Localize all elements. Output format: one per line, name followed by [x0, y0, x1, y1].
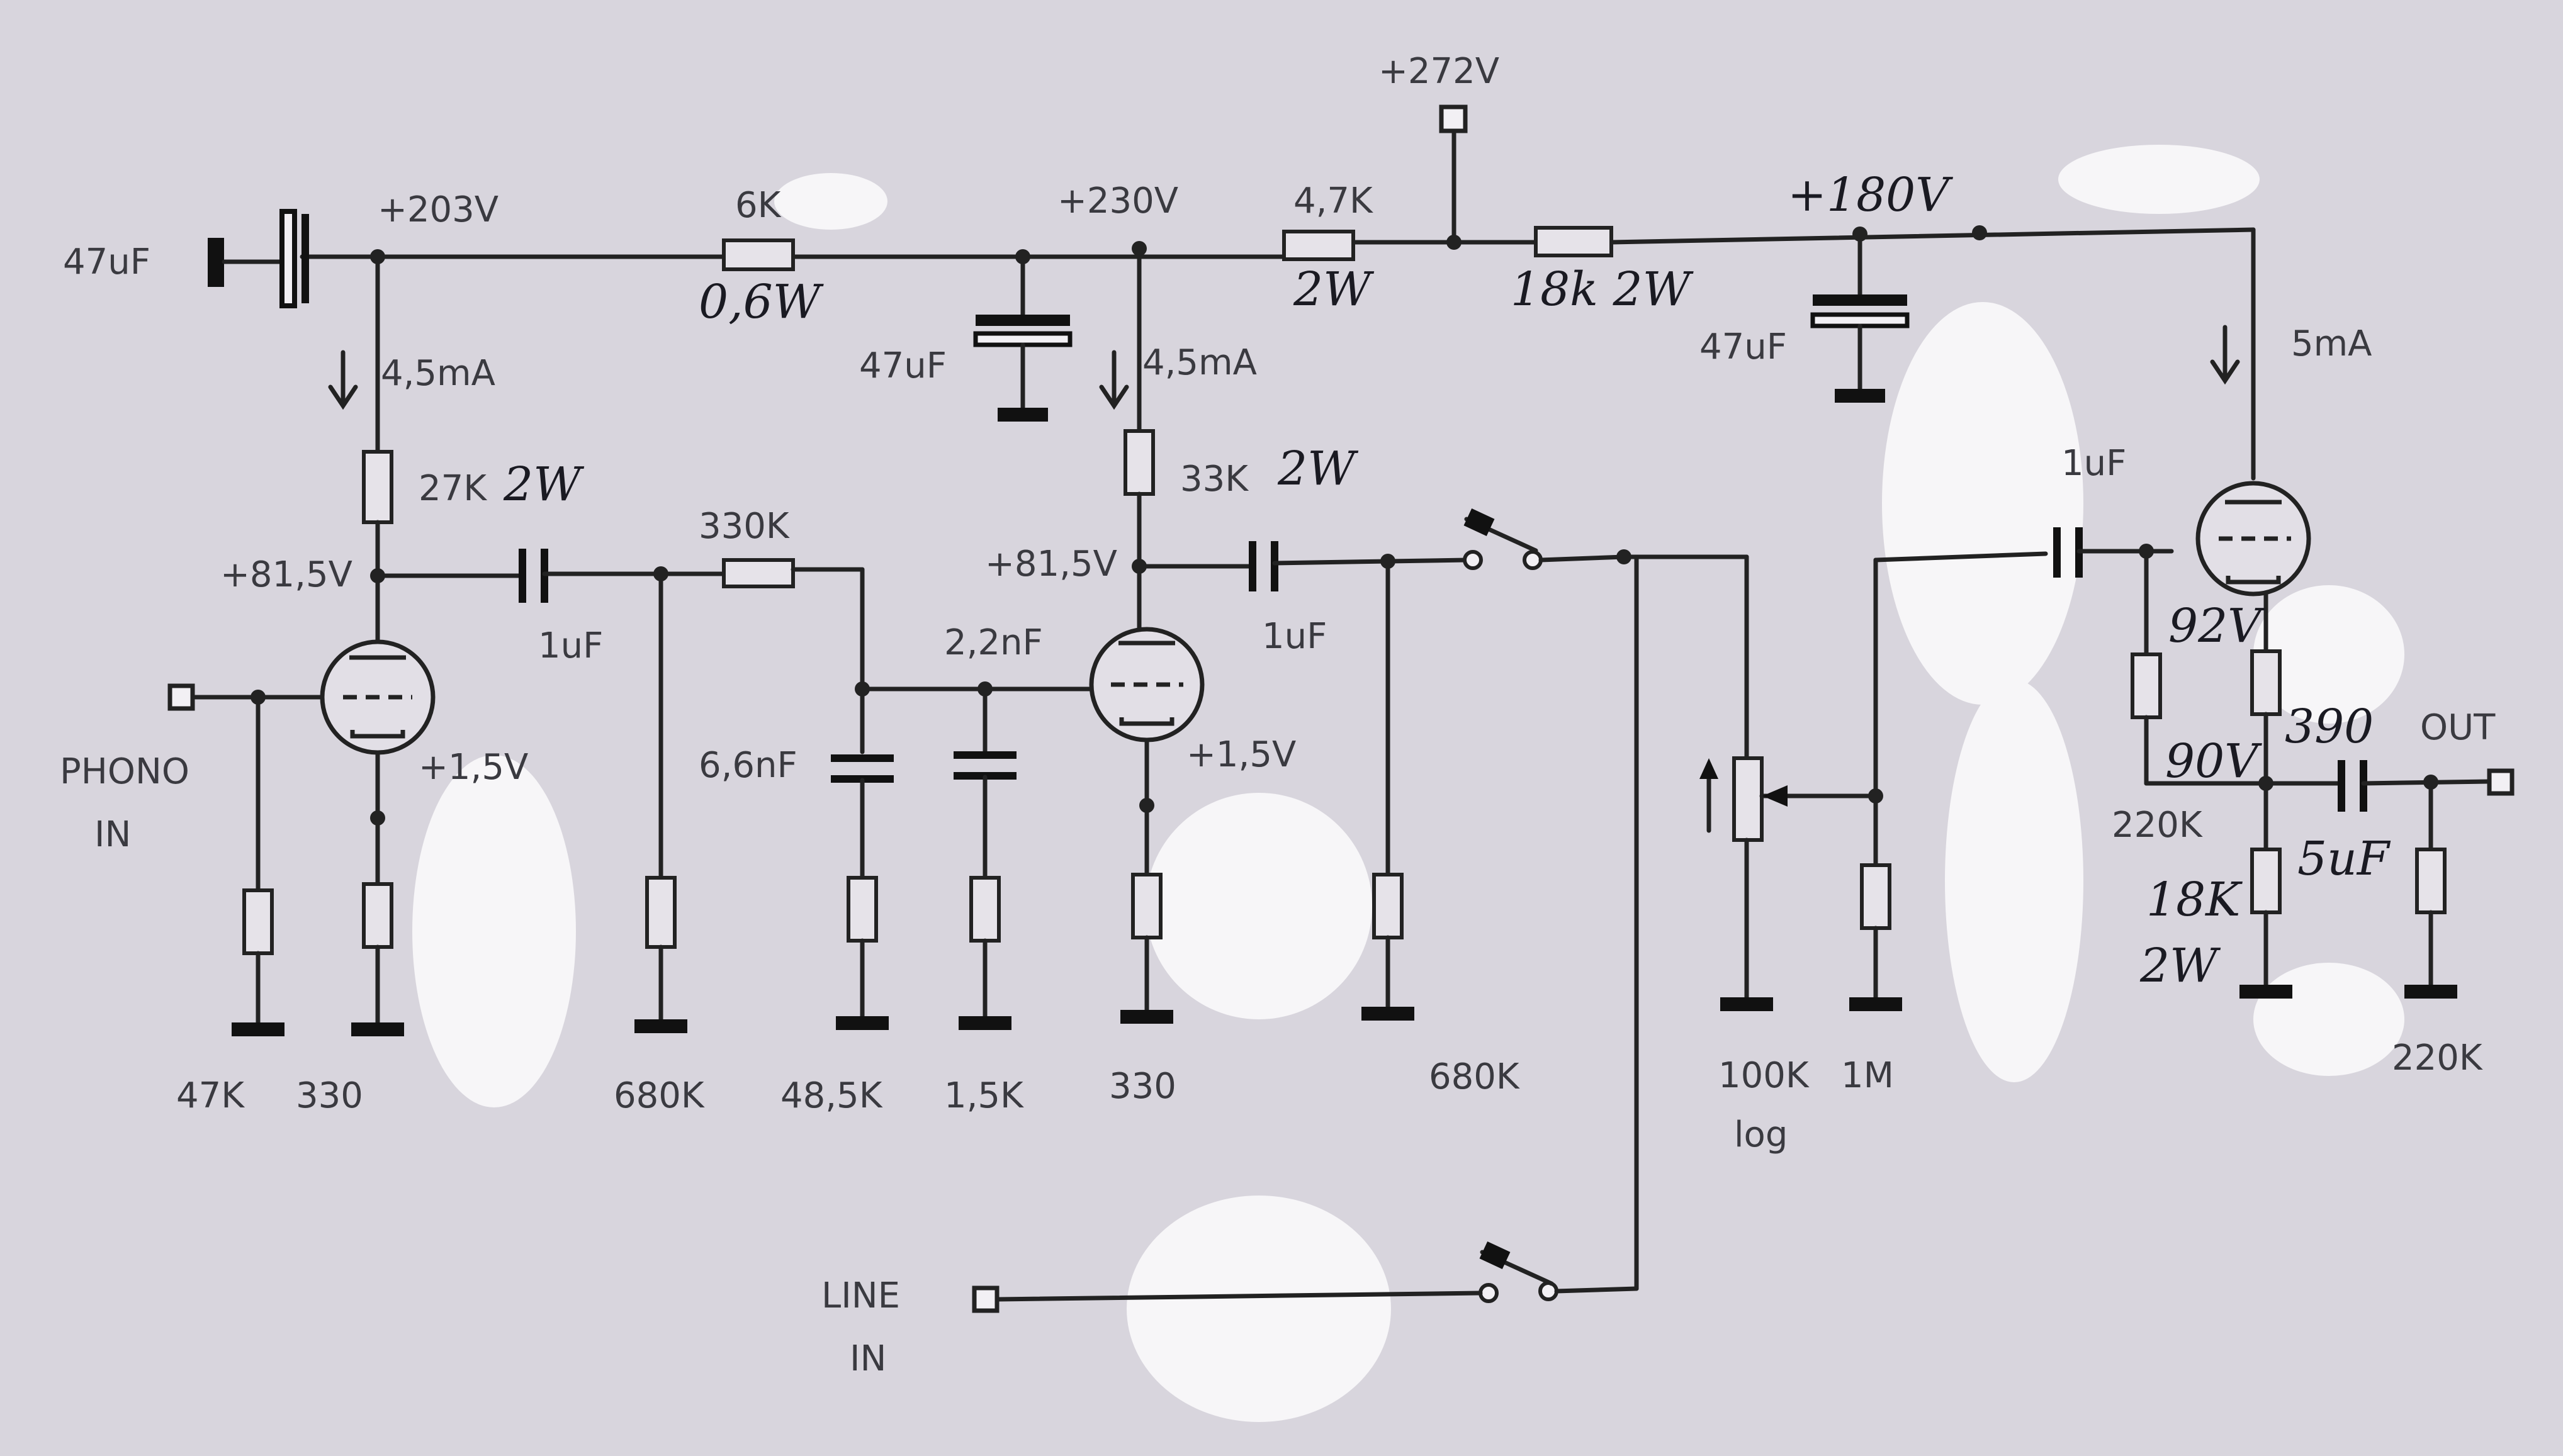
resistor-680k-b — [1372, 873, 1404, 939]
capacitor-47uf-right — [1810, 232, 1910, 403]
label-stage1-current: 4,5mA — [381, 353, 495, 394]
label-33k: 33K — [1180, 459, 1249, 500]
label-27k: 27K — [419, 468, 487, 509]
label-47uf-right: 47uF — [1699, 327, 1787, 367]
stage1 — [167, 254, 726, 1036]
label-27k-power: 2W — [503, 457, 585, 512]
riaa-network — [634, 558, 1098, 1033]
label-phono-in-2: IN — [94, 814, 131, 855]
label-4k7: 4,7K — [1293, 181, 1373, 221]
resistor-18k-cathode — [2250, 848, 2282, 914]
resistor-47k — [242, 888, 274, 955]
resistor-680k-a — [645, 876, 677, 949]
label-5uf: 5uF — [2297, 832, 2391, 886]
label-92v: 92V — [2168, 599, 2265, 653]
label-6k-power: 0,6W — [699, 275, 825, 329]
resistor-1k5 — [969, 876, 1001, 943]
stage3 — [2053, 481, 2515, 999]
label-log: log — [1734, 1114, 1788, 1155]
label-48k5: 48,5K — [780, 1075, 883, 1116]
potentiometer-100k — [1732, 756, 1764, 842]
resistor-33k — [1124, 429, 1155, 496]
label-100k: 100K — [1718, 1055, 1810, 1096]
label-stage2-plate-v: +81,5V — [985, 544, 1117, 585]
label-1m: 1M — [1841, 1055, 1894, 1096]
label-33k-power: 2W — [1277, 442, 1359, 496]
resistor-48k5 — [847, 876, 878, 943]
label-180v: +180V — [1788, 168, 1953, 222]
label-stage2-cathode-v: +1,5V — [1186, 734, 1296, 775]
resistor-330-stage2 — [1131, 873, 1163, 939]
resistor-330k — [722, 558, 795, 588]
label-220k-grid: 220K — [2112, 805, 2203, 846]
label-220k-out: 220K — [2392, 1038, 2483, 1078]
current-arrows — [328, 325, 2240, 410]
label-stage2-coupling-cap: 1uF — [1262, 616, 1327, 657]
label-18k-rail: 18k 2W — [1511, 262, 1694, 316]
label-47k: 47K — [176, 1075, 245, 1116]
label-230v: +230V — [1057, 181, 1178, 221]
label-phono-in-1: PHONO — [60, 751, 189, 792]
resistor-6k — [722, 238, 795, 271]
line-selector-switch — [972, 554, 1639, 1313]
capacitor-47uf-mid — [973, 254, 1073, 422]
label-47uf-left: 47uF — [63, 242, 150, 283]
supply-272-terminal — [1439, 104, 1468, 133]
label-4k7-power: 2W — [1293, 262, 1375, 316]
resistor-390 — [2250, 649, 2282, 716]
label-680k-a: 680K — [614, 1075, 705, 1116]
label-330-stage1: 330 — [296, 1075, 363, 1116]
label-18k-power: 2W — [2139, 939, 2221, 993]
label-47uf-mid: 47uF — [859, 345, 947, 386]
stage2 — [1089, 241, 1469, 1024]
label-1k5: 1,5K — [944, 1075, 1024, 1116]
label-272v: +272V — [1378, 51, 1499, 92]
label-6n6: 6,6nF — [699, 745, 797, 786]
resistor-27k — [362, 450, 393, 524]
phono-input-jack — [167, 683, 195, 711]
label-6k: 6K — [735, 185, 782, 226]
correction-blotches — [412, 145, 2404, 1422]
label-390: 390 — [2285, 700, 2374, 754]
label-stage1-plate-v: +81,5V — [220, 554, 352, 595]
label-680k-b: 680K — [1429, 1056, 1520, 1097]
resistor-330-stage1 — [362, 882, 393, 949]
label-90v: 90V — [2165, 734, 2262, 788]
label-330-stage2: 330 — [1109, 1066, 1176, 1107]
label-stage1-cathode-v: +1,5V — [419, 747, 528, 788]
line-input-jack — [972, 1285, 1000, 1313]
output-jack — [2487, 768, 2515, 796]
capacitor-47uf-left — [208, 209, 309, 308]
volume-control — [1699, 551, 2048, 1011]
supply-rail — [300, 104, 2256, 481]
label-330k: 330K — [699, 506, 790, 547]
label-out: OUT — [2420, 707, 2496, 748]
label-stage3-current: 5mA — [2291, 323, 2372, 364]
resistor-1m — [1860, 863, 1891, 930]
phono-selector-switch — [1463, 508, 1749, 570]
label-stage1-coupling-cap: 1uF — [538, 625, 603, 666]
label-203v: +203V — [378, 189, 499, 230]
label-stage2-current: 4,5mA — [1142, 342, 1257, 383]
label-2n2: 2,2nF — [944, 622, 1043, 663]
resistor-220k-out — [2415, 848, 2447, 914]
label-line-in-2: IN — [850, 1338, 886, 1379]
resistor-4k7 — [1282, 230, 1355, 261]
label-line-in-1: LINE — [821, 1275, 900, 1316]
label-stage3-input-cap: 1uF — [2061, 443, 2126, 484]
resistor-18k-rail — [1534, 226, 1613, 257]
label-18k-cathode: 18K — [2146, 873, 2243, 927]
resistor-220k-grid — [2131, 652, 2162, 719]
